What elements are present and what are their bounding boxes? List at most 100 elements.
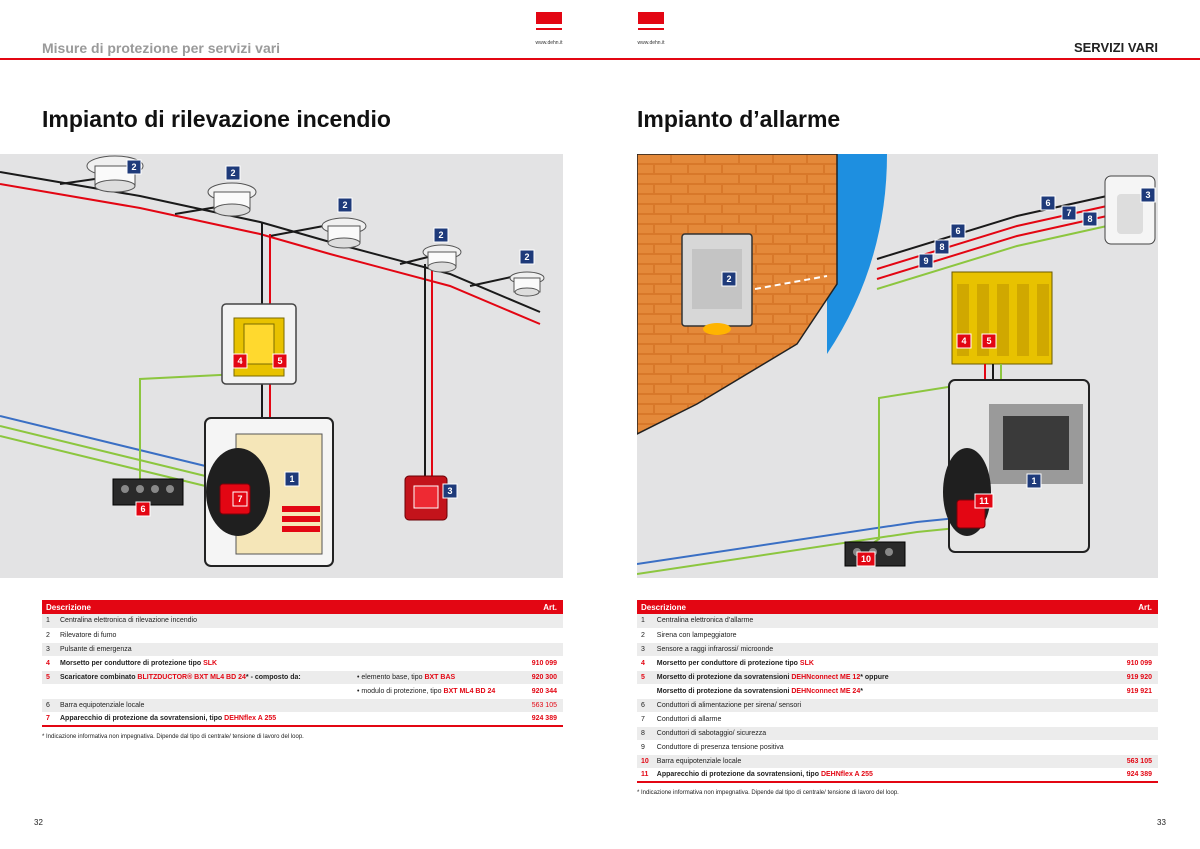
- table-row: 3 Pulsante di emergenza: [42, 642, 563, 657]
- smoke-detector-icon: [509, 271, 545, 297]
- table-row: 4 Morsetto per conduttore di protezione …: [42, 656, 563, 671]
- row-art: [1118, 740, 1158, 755]
- component-table-left: Descrizione Art. 1 Centralina elettronic…: [42, 600, 563, 727]
- badge-8b: 8: [934, 239, 950, 255]
- smoke-detector-icon: [207, 182, 257, 217]
- badge-10: 10: [856, 551, 876, 567]
- row-art: 924 389: [1118, 768, 1158, 783]
- row-art: [1118, 628, 1158, 643]
- page-title-right: Impianto d’allarme: [637, 106, 841, 132]
- badge-7: 7: [232, 491, 248, 507]
- row-num: 2: [42, 628, 56, 643]
- row-desc: Scaricatore combinato BLITZDUCTOR® BXT M…: [56, 670, 353, 685]
- svg-text:8: 8: [1087, 214, 1092, 224]
- row-desc: Apparecchio di protezione da sovratensio…: [652, 768, 1118, 783]
- row-num: 5: [637, 670, 653, 685]
- row-art: [1118, 712, 1158, 727]
- smoke-detector-icon: [422, 244, 462, 273]
- col-header-art: Art.: [1118, 600, 1158, 614]
- row-desc: Sensore a raggi infrarossi/ microonde: [652, 642, 1118, 657]
- badge-6b: 6: [950, 223, 966, 239]
- row-art: [1118, 726, 1158, 741]
- row-desc: Morsetto per conduttore di protezione ti…: [652, 656, 1118, 671]
- row-art: 924 389: [523, 712, 563, 727]
- row-sub: • elemento base, tipo BXT BAS: [353, 670, 523, 685]
- alarm-illustration: 2 3 6 7 8 6 8 9 1 4 5 11 10: [637, 154, 1158, 578]
- badge-5: 5: [272, 353, 288, 369]
- table-row: 6 Barra equipotenziale locale 563 105: [42, 698, 563, 713]
- row-num: [637, 684, 653, 699]
- table-row: 1 Centralina elettronica d’allarme: [637, 614, 1158, 629]
- motion-sensor: [1104, 175, 1156, 245]
- table-row: 7 Apparecchio di protezione da sovratens…: [42, 712, 563, 727]
- row-num: 3: [42, 642, 56, 657]
- badge-4: 4: [956, 333, 972, 349]
- badge-1: 1: [284, 471, 300, 487]
- col-header-description: Descrizione: [637, 600, 1118, 614]
- row-num: 5: [42, 670, 56, 685]
- badge-2c: 2: [337, 197, 353, 213]
- svg-text:1: 1: [289, 474, 294, 484]
- row-desc: Centralina elettronica d’allarme: [652, 614, 1118, 629]
- row-num: 7: [637, 712, 653, 727]
- col-header-description: Descrizione: [42, 600, 523, 614]
- row-num: 9: [637, 740, 653, 755]
- table-row: 9 Conduttore di presenza tensione positi…: [637, 740, 1158, 755]
- row-num: [42, 684, 56, 699]
- svg-text:6: 6: [140, 504, 145, 514]
- equipotential-bar: [112, 478, 184, 506]
- badge-2: 2: [721, 271, 737, 287]
- table-row: • modulo di protezione, tipo BXT ML4 BD …: [42, 684, 563, 699]
- row-desc: Barra equipotenziale locale: [56, 698, 523, 713]
- row-desc: Conduttori di sabotaggio/ sicurezza: [652, 726, 1118, 741]
- badge-3: 3: [1140, 187, 1156, 203]
- badge-5: 5: [981, 333, 997, 349]
- table-row: 5 Morsetto di protezione da sovratension…: [637, 670, 1158, 685]
- row-num: 1: [637, 614, 653, 629]
- table-row: 2 Rilevatore di fumo: [42, 628, 563, 643]
- table-row: 8 Conduttori di sabotaggio/ sicurezza: [637, 726, 1158, 741]
- row-art: [1118, 642, 1158, 657]
- row-art: 919 921: [1118, 684, 1158, 699]
- fire-alarm-panel: [204, 417, 334, 567]
- table-row: Morsetto di protezione da sovratensioni …: [637, 684, 1158, 699]
- footnote-right: * Indicazione informativa non impegnativ…: [637, 790, 899, 796]
- logo-url: www.dehn.it: [637, 40, 665, 46]
- badge-7: 7: [1061, 205, 1077, 221]
- table-row: 7 Conduttori di allarme: [637, 712, 1158, 727]
- table-row: 4 Morsetto per conduttore di protezione …: [637, 656, 1158, 671]
- svg-text:3: 3: [447, 486, 452, 496]
- logo-url: www.dehn.it: [535, 40, 563, 46]
- badge-2b: 2: [225, 165, 241, 181]
- svg-text:6: 6: [955, 226, 960, 236]
- badge-6: 6: [1040, 195, 1056, 211]
- table-row: 1 Centralina elettronica di rilevazione …: [42, 614, 563, 629]
- smoke-detector-icon: [86, 155, 144, 193]
- row-art: 910 099: [1118, 656, 1158, 671]
- badge-9: 9: [918, 253, 934, 269]
- svg-text:2: 2: [342, 200, 347, 210]
- dehnconnect-terminals: [951, 271, 1053, 365]
- svg-text:4: 4: [237, 356, 242, 366]
- table-row: 5 Scaricatore combinato BLITZDUCTOR® BXT…: [42, 670, 563, 685]
- row-desc: Morsetto di protezione da sovratensioni …: [652, 684, 1118, 699]
- alarm-control-panel: [943, 379, 1090, 553]
- row-desc: Conduttori di allarme: [652, 712, 1118, 727]
- component-table-right: Descrizione Art. 1 Centralina elettronic…: [637, 600, 1158, 783]
- row-art: 910 099: [523, 656, 563, 671]
- svg-text:2: 2: [524, 252, 529, 262]
- svg-text:2: 2: [230, 168, 235, 178]
- fire-detection-diagram: 2 2 2 2 2 1 3 4 5 6 7: [0, 155, 545, 567]
- row-desc: Conduttori di alimentazione per sirena/ …: [652, 698, 1118, 713]
- row-num: 6: [637, 698, 653, 713]
- row-num: 11: [637, 768, 653, 783]
- svg-text:7: 7: [1066, 208, 1071, 218]
- svg-text:2: 2: [438, 230, 443, 240]
- row-num: 10: [637, 754, 653, 769]
- svg-text:3: 3: [1145, 190, 1150, 200]
- badge-2e: 2: [519, 249, 535, 265]
- row-num: 4: [42, 656, 56, 671]
- row-num: 8: [637, 726, 653, 741]
- footnote-left: * Indicazione informativa non impegnativ…: [42, 734, 304, 740]
- svg-text:5: 5: [277, 356, 282, 366]
